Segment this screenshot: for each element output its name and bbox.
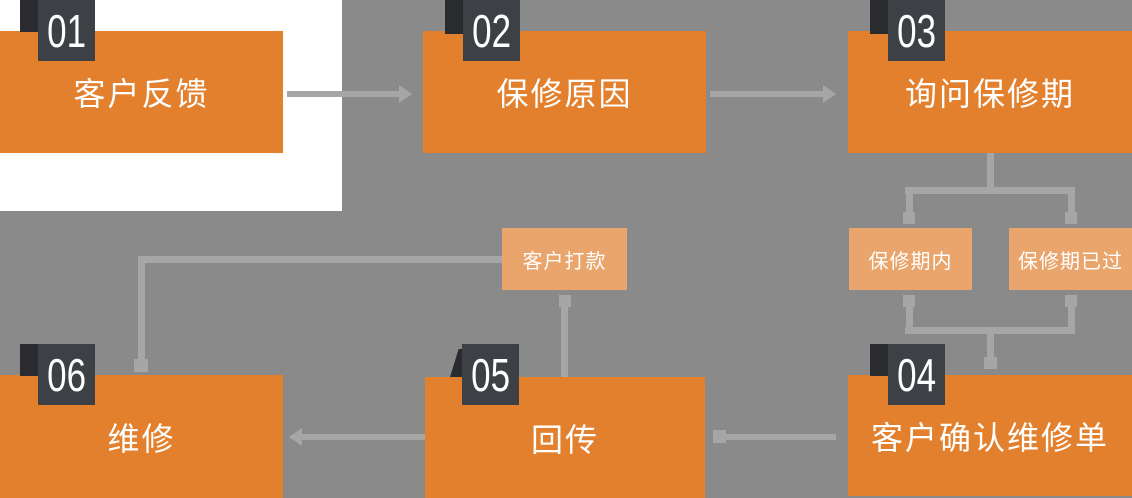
step-box-02: 保修原因 xyxy=(423,31,706,153)
connector-node xyxy=(713,430,726,443)
connector-line-payment-down xyxy=(138,256,145,360)
connector-line-step4-step5 xyxy=(726,434,836,440)
sub-box-label: 客户打款 xyxy=(522,250,607,273)
step-badge-03: 03 xyxy=(888,0,945,61)
connector-node xyxy=(134,359,148,372)
step-label: 客户确认维修单 xyxy=(870,419,1109,456)
step-number: 02 xyxy=(472,4,511,57)
connector-node xyxy=(903,295,915,307)
step-label: 维修 xyxy=(107,420,176,457)
step-label: 回传 xyxy=(530,421,599,458)
connector-line-merge-right xyxy=(1068,307,1075,328)
sub-box-label: 保修期内 xyxy=(868,250,953,273)
connector-line-payment-step5 xyxy=(561,307,568,377)
step-number: 03 xyxy=(897,4,936,57)
step-badge-02: 02 xyxy=(463,0,520,61)
step-badge-05: 05 xyxy=(462,344,519,405)
step-number: 01 xyxy=(47,4,86,57)
step-label: 客户反馈 xyxy=(73,76,210,112)
step-label: 保修原因 xyxy=(496,76,633,112)
sub-box-customer-payment: 客户打款 xyxy=(502,228,627,290)
badge-tab xyxy=(445,0,463,34)
connector-node xyxy=(559,295,571,307)
step-badge-04: 04 xyxy=(888,344,945,405)
connector-node xyxy=(903,212,915,224)
badge-tab xyxy=(870,0,888,34)
step-box-03: 询问保修期 xyxy=(848,31,1132,153)
connector-line-payment-left xyxy=(138,256,502,263)
connector-line-step1-step2 xyxy=(287,91,399,97)
connector-node xyxy=(984,357,997,369)
step-badge-01: 01 xyxy=(38,0,95,61)
arrow-right-icon xyxy=(823,85,836,103)
sub-box-within-warranty: 保修期内 xyxy=(849,228,972,290)
connector-line-branch-split xyxy=(905,187,1075,194)
sub-box-warranty-expired: 保修期已过 xyxy=(1009,228,1132,290)
connector-line-step5-step6 xyxy=(302,434,425,440)
badge-tab xyxy=(20,0,38,32)
connector-node xyxy=(1065,212,1077,224)
step-badge-06: 06 xyxy=(38,344,95,405)
connector-line-step3-down xyxy=(987,153,994,190)
arrow-left-icon xyxy=(289,428,302,446)
sub-box-label: 保修期已过 xyxy=(1018,250,1123,273)
badge-tab xyxy=(20,344,38,376)
connector-line-branch-left-down xyxy=(906,194,913,213)
badge-tab xyxy=(450,349,462,377)
step-number: 06 xyxy=(47,348,86,401)
step-number: 04 xyxy=(897,348,936,401)
connector-line-merge-down xyxy=(987,334,994,357)
connector-line-merge-left xyxy=(906,307,913,328)
step-label: 询问保修期 xyxy=(904,76,1075,112)
badge-tab xyxy=(870,344,888,376)
connector-line-merge-bar xyxy=(905,327,1075,334)
arrow-right-icon xyxy=(399,85,412,103)
connector-node xyxy=(1065,295,1077,307)
connector-line-step2-step3 xyxy=(710,91,823,97)
step-number: 05 xyxy=(471,348,510,401)
connector-line-branch-right-down xyxy=(1068,194,1075,213)
